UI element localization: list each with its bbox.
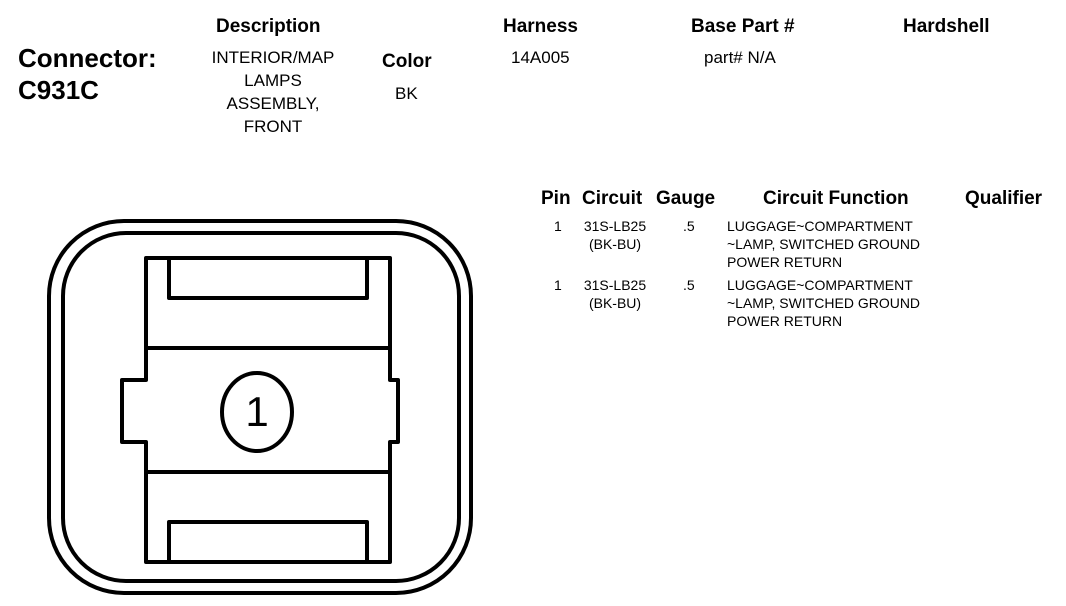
row-2-function-line: POWER RETURN — [727, 313, 843, 329]
harness-value: 14A005 — [511, 48, 570, 67]
cavity-outline — [120, 256, 400, 564]
base-part-header: Base Part # — [691, 16, 795, 37]
row-2-function-line: ~LAMP, SWITCHED GROUND — [727, 295, 921, 311]
gauge-column-header: Gauge — [656, 188, 716, 209]
pin-1-label: 1 — [245, 388, 268, 435]
description-line: ASSEMBLY, — [226, 94, 320, 113]
housing-outer-outline — [47, 219, 473, 595]
connector-label-text: Connector: — [18, 43, 157, 73]
row-2-function-line: LUGGAGE~COMPARTMENT — [727, 277, 913, 293]
lower-latch-slot — [167, 520, 369, 564]
pin-1-circle — [220, 371, 294, 453]
row-1-gauge: .5 — [683, 218, 695, 234]
upper-latch-slot — [167, 256, 369, 300]
row-1-function-line: LUGGAGE~COMPARTMENT — [727, 218, 913, 234]
housing-inner-outline — [61, 231, 461, 583]
hardshell-header: Hardshell — [903, 16, 990, 37]
row-1-circuit-color: (BK-BU) — [588, 236, 642, 252]
connector-id: C931C — [18, 75, 99, 105]
row-1-circuit-code: 31S-LB25 — [583, 218, 647, 234]
row-1-function-line: ~LAMP, SWITCHED GROUND — [727, 236, 921, 252]
description-line: FRONT — [243, 117, 303, 136]
color-value: BK — [395, 84, 418, 103]
circuit-column-header: Circuit — [582, 188, 643, 209]
harness-header: Harness — [503, 16, 578, 37]
row-2-pin: 1 — [554, 277, 562, 293]
row-2-gauge: .5 — [683, 277, 695, 293]
description-header: Description — [216, 16, 321, 37]
connector-label: Connector: C931C — [18, 42, 157, 106]
row-2-circuit: 31S-LB25 (BK-BU) — [570, 276, 660, 312]
color-header: Color — [382, 51, 432, 72]
row-1-circuit: 31S-LB25 (BK-BU) — [570, 217, 660, 253]
pin-column-header: Pin — [541, 188, 571, 209]
row-1-function-line: POWER RETURN — [727, 254, 843, 270]
description-line: INTERIOR/MAP — [211, 48, 335, 67]
row-1-function: LUGGAGE~COMPARTMENT ~LAMP, SWITCHED GROU… — [727, 217, 920, 271]
row-1-pin: 1 — [554, 218, 562, 234]
connector-face-diagram: 1 — [47, 219, 473, 595]
row-2-function: LUGGAGE~COMPARTMENT ~LAMP, SWITCHED GROU… — [727, 276, 920, 330]
description-value: INTERIOR/MAP LAMPS ASSEMBLY, FRONT — [190, 46, 356, 138]
row-2-circuit-color: (BK-BU) — [588, 295, 642, 311]
row-2-circuit-code: 31S-LB25 — [583, 277, 647, 293]
base-part-value: part# N/A — [704, 48, 776, 67]
qualifier-column-header: Qualifier — [965, 188, 1043, 209]
circuit-function-column-header: Circuit Function — [763, 188, 909, 209]
description-line: LAMPS — [244, 71, 302, 90]
